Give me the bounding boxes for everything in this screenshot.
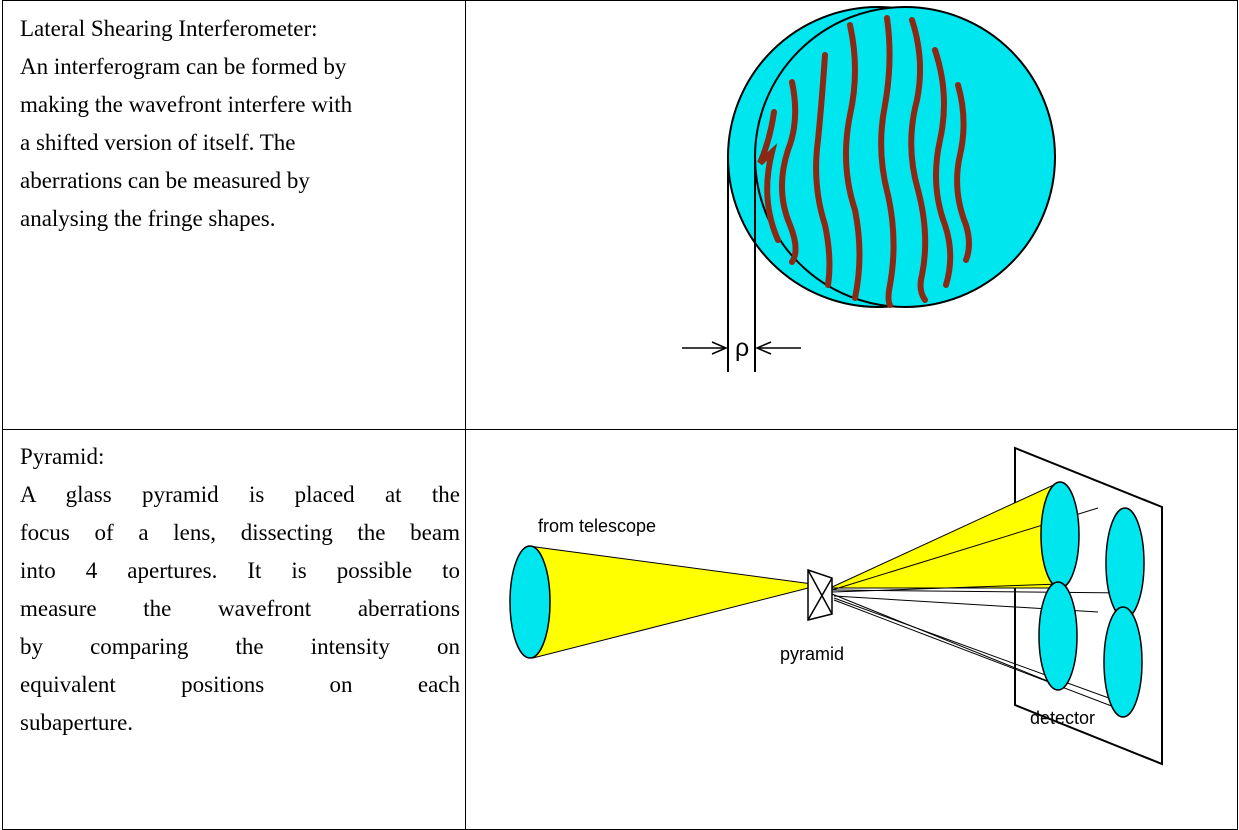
table-border-right xyxy=(1237,0,1238,830)
row1-heading: Lateral Shearing Interferometer: xyxy=(20,16,318,41)
label-detector: detector xyxy=(1030,708,1095,728)
pyramid-sensor-figure: from telescope pyramid detector xyxy=(509,446,1163,766)
subaperture-2 xyxy=(1105,507,1145,619)
fringe xyxy=(778,79,799,265)
row2-text: Pyramid: A glass pyramid is placed at th… xyxy=(20,438,460,742)
row2-line-2: focus of a lens, dissecting the beam xyxy=(20,520,460,545)
fringe xyxy=(878,15,897,308)
glass-pyramid xyxy=(807,568,833,621)
label-from-telescope: from telescope xyxy=(538,516,656,536)
subaperture-1 xyxy=(1040,481,1080,589)
fringe xyxy=(843,22,863,301)
table-border-left xyxy=(2,0,3,830)
fringe xyxy=(813,52,833,288)
input-beam-cone xyxy=(527,545,821,659)
row1-line-5: analysing the fringe shapes. xyxy=(20,206,276,231)
shifted-wavefront-circle xyxy=(754,6,1056,308)
telescope-aperture xyxy=(509,545,551,659)
row2-line-4: measure the wavefront aberrations xyxy=(20,596,460,621)
row1-text: Lateral Shearing Interferometer: An inte… xyxy=(20,10,460,238)
subaperture-4 xyxy=(1103,606,1143,718)
label-pyramid: pyramid xyxy=(780,644,844,664)
interference-fringes xyxy=(757,15,972,308)
fringe xyxy=(932,47,954,288)
row1-line-2: making the wavefront interfere with xyxy=(20,92,353,117)
row1-line-3: a shifted version of itself. The xyxy=(20,130,296,155)
table-border-top xyxy=(2,0,1238,1)
interferogram: ρ xyxy=(682,6,1056,372)
shearing-interferogram-figure: ρ xyxy=(682,6,1056,372)
row2-line-7: subaperture. xyxy=(20,710,134,735)
row1-line-1: An interferogram can be formed by xyxy=(20,54,347,79)
output-beam-1 xyxy=(829,481,1065,589)
shift-arrow-right-head xyxy=(755,341,772,355)
table-column-divider xyxy=(465,0,466,830)
shift-symbol: ρ xyxy=(735,334,749,362)
row2-line-1: A glass pyramid is placed at the xyxy=(20,482,460,507)
fringe xyxy=(908,17,929,303)
subaperture-3 xyxy=(1038,581,1078,691)
fringe xyxy=(757,109,781,243)
shift-arrow-left-head xyxy=(711,341,728,355)
table-row-divider xyxy=(2,429,1238,430)
row1-line-4: aberrations can be measured by xyxy=(20,168,310,193)
row2-line-6: equivalent positions on each xyxy=(20,672,460,697)
fringe xyxy=(954,82,972,263)
row2-line-5: by comparing the intensity on xyxy=(20,634,460,659)
row2-line-3: into 4 apertures. It is possible to xyxy=(20,558,460,583)
row2-heading: Pyramid: xyxy=(20,444,105,469)
